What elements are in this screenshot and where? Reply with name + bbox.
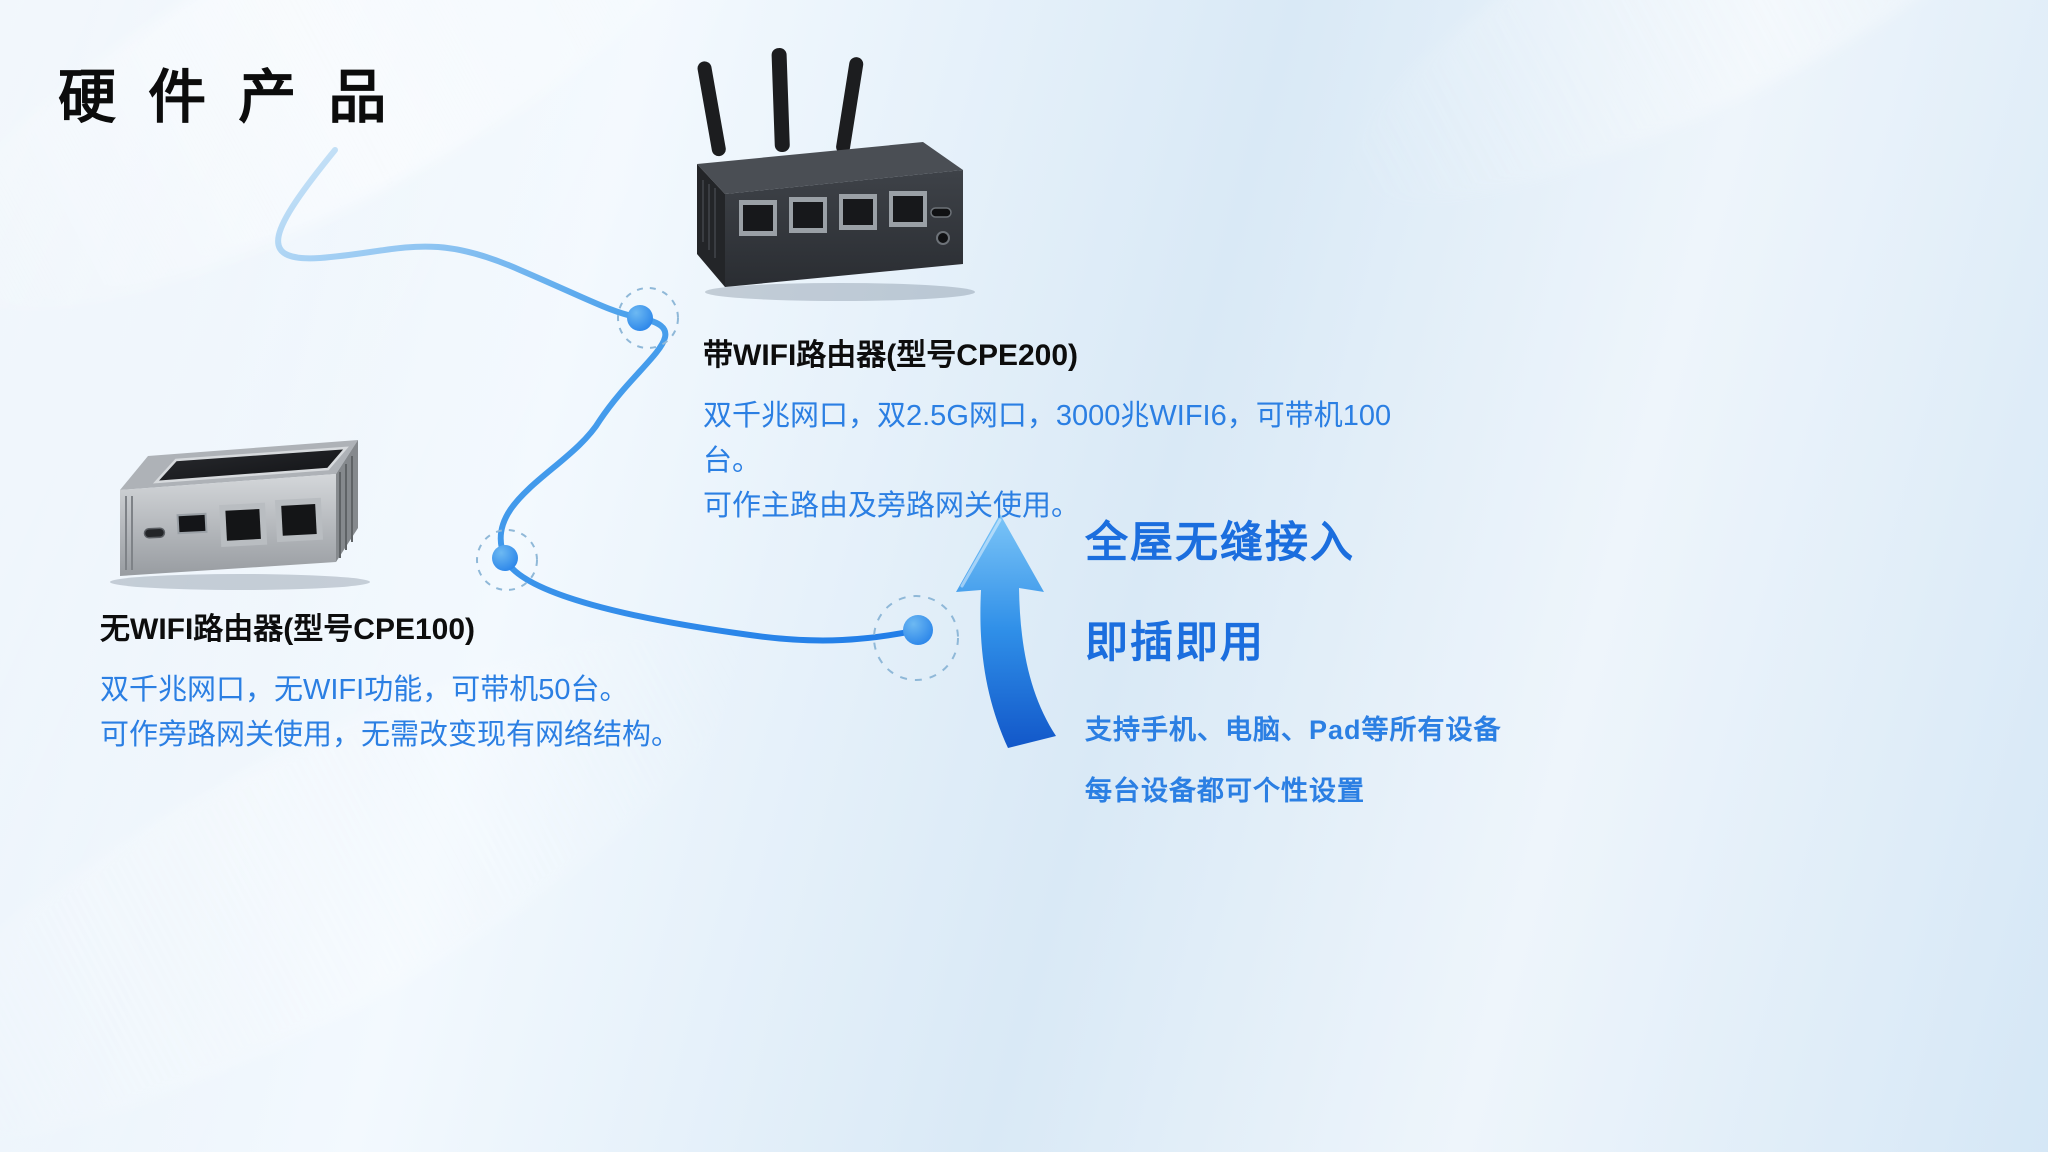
cpe100-desc-line1: 双千兆网口，无WIFI功能，可带机50台。 [100,674,629,706]
ethernet-ports [739,191,927,236]
device-shadow [705,283,975,301]
router-cpe100-illustration [110,440,370,590]
antennas [697,48,864,157]
cpe200-desc-line1: 双千兆网口，双2.5G网口，3000兆WIFI6，可带机100台。 [703,400,1392,477]
up-arrow-highlight [960,518,1002,588]
rj45-port [274,497,324,543]
router-cpe200-illustration [697,48,975,301]
page-title: 硬 件 产 品 [58,65,395,130]
cpe200-info: 带WIFI路由器(型号CPE200) 双千兆网口，双2.5G网口，3000兆WI… [703,330,1423,529]
cpe100-name: 无WIFI路由器(型号CPE100) [100,613,476,646]
benefits-block: 全屋无缝接入 即插即用 支持手机、电脑、Pad等所有设备 每台设备都可个性设置 [1085,508,1645,830]
reset-button [936,231,950,245]
node-3 [873,595,959,681]
usbc-port [930,207,952,218]
router-cpe100-image [100,412,385,592]
front-ports [143,497,324,548]
benefit-headline-2: 即插即用 [1085,619,1265,667]
device-shadow [110,574,370,590]
rj45-port [219,502,268,548]
cpe100-desc-line2: 可作旁路网关使用，无需改变现有网络结构。 [100,719,681,751]
vents [702,180,716,258]
heatsink-fins [339,456,353,558]
benefit-headline-1: 全屋无缝接入 [1085,519,1355,567]
cpe100-info: 无WIFI路由器(型号CPE100) 双千兆网口，无WIFI功能，可带机50台。… [100,604,740,758]
usbc-port [143,527,166,539]
background-streak [1301,0,2048,279]
node-2 [476,529,538,591]
top-face [697,142,963,194]
up-arrow-icon [956,514,1056,748]
top-screen [152,446,349,484]
front-fins [125,496,133,570]
router-cpe200-image [685,42,995,302]
benefit-line-1: 支持手机、电脑、Pad等所有设备 [1085,715,1502,745]
usb-port [176,512,208,535]
node-1 [617,287,679,349]
cpe200-desc-line2: 可作主路由及旁路网关使用。 [703,490,1081,522]
cpe200-name: 带WIFI路由器(型号CPE200) [703,339,1079,372]
benefit-line-2: 每台设备都可个性设置 [1085,776,1365,806]
